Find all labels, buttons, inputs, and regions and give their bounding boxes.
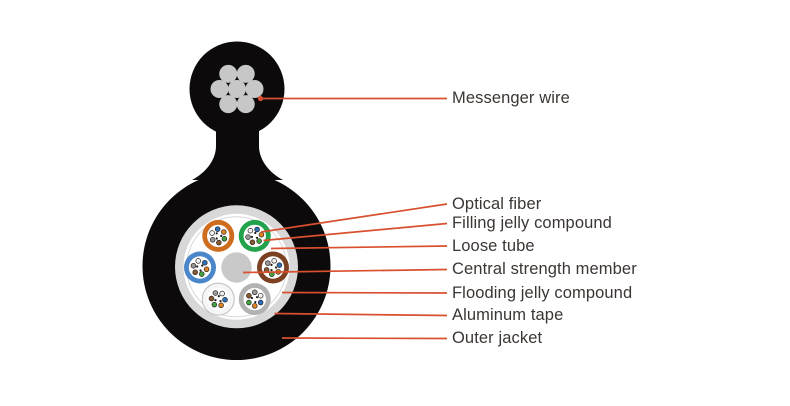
- label-loose-tube: Loose tube: [452, 237, 535, 255]
- fiber-speck: [196, 265, 199, 268]
- optical-fiber-dot: [211, 301, 218, 308]
- optical-fiber-dot: [216, 239, 222, 246]
- leader-line-central-strength-member: [242, 268, 448, 274]
- fiber-speck: [215, 237, 218, 240]
- fiber-speck: [255, 296, 259, 299]
- messenger-strand: [236, 95, 255, 114]
- label-outer-jacket: Outer jacket: [452, 329, 543, 347]
- optical-fiber-dot: [195, 258, 201, 264]
- leader-line-outer-jacket: [281, 337, 448, 340]
- optical-fiber-dot: [257, 292, 264, 299]
- fiber-speck: [250, 296, 254, 300]
- leader-line-aluminum-tape: [274, 312, 448, 317]
- loose-tube-brown: [257, 251, 289, 284]
- optical-fiber-dot: [199, 271, 205, 277]
- optical-fiber-dot: [222, 296, 228, 303]
- fiber-speck: [254, 300, 257, 304]
- label-optical-fiber: Optical fiber: [452, 195, 542, 213]
- messenger-strand: [236, 64, 255, 83]
- fiber-speck: [199, 269, 202, 272]
- label-filling-jelly-compound: Filling jelly compound: [452, 214, 612, 232]
- optical-fiber-dot: [192, 269, 198, 276]
- optical-fiber-dot: [254, 226, 260, 233]
- optical-fiber-dot: [271, 258, 277, 264]
- optical-fiber-dot: [212, 290, 219, 296]
- fiber-speck: [254, 231, 257, 235]
- loose-tubes-group: [184, 219, 289, 316]
- optical-fiber-dot: [208, 295, 215, 302]
- optical-fiber-dot: [246, 292, 252, 299]
- optical-fiber-dot: [256, 238, 262, 244]
- label-flooding-jelly-compound: Flooding jelly compound: [452, 284, 633, 302]
- optical-fiber-dot: [276, 262, 283, 268]
- leader-line-filling-jelly-compound: [263, 222, 448, 242]
- messenger-wire-strands: [210, 64, 264, 114]
- optical-fiber-dot: [252, 303, 258, 309]
- optical-fiber-dot: [218, 302, 224, 309]
- optical-fiber-dot: [257, 299, 264, 306]
- leader-line-loose-tube: [270, 245, 448, 250]
- fiber-speck: [215, 232, 218, 235]
- messenger-strand: [219, 95, 238, 114]
- label-central-strength-member: Central strength member: [452, 260, 637, 278]
- messenger-strand: [210, 80, 229, 98]
- fiber-speck: [250, 235, 254, 239]
- fiber-speck: [255, 236, 259, 239]
- leader-line-optical-fiber: [260, 203, 448, 233]
- loose-tube-silver: [238, 283, 271, 316]
- optical-fiber-dot: [214, 226, 221, 232]
- neck-web-shape: [192, 114, 283, 180]
- leader-dot-messenger-wire: [257, 95, 264, 102]
- optical-fiber-dot: [246, 299, 252, 306]
- optical-fiber-dot: [245, 234, 251, 240]
- loose-tube-white: [201, 282, 235, 316]
- optical-fiber-dot: [203, 266, 210, 273]
- central-strength-member: [221, 252, 252, 283]
- fiber-speck: [217, 295, 220, 298]
- fiber-speck: [214, 299, 217, 302]
- optical-fiber-dot: [265, 260, 271, 266]
- leader-line-flooding-jelly-compound: [281, 291, 448, 294]
- messenger-strand: [228, 80, 246, 98]
- label-aluminum-tape: Aluminum tape: [452, 306, 564, 324]
- fiber-speck: [270, 263, 273, 266]
- optical-fiber-dot: [221, 236, 228, 242]
- loose-tube-orange: [202, 219, 235, 252]
- messenger-strand: [219, 64, 238, 83]
- optical-fiber-dot: [221, 229, 227, 235]
- optical-fiber-dot: [202, 259, 208, 266]
- optical-fiber-dot: [252, 289, 258, 296]
- fiber-speck: [201, 264, 204, 267]
- optical-fiber-dot: [209, 237, 216, 243]
- loose-tube-green: [238, 219, 271, 252]
- optical-fiber-dot: [209, 230, 215, 236]
- label-messenger-wire: Messenger wire: [452, 89, 570, 107]
- optical-fiber-dot: [247, 227, 254, 234]
- messenger-strand: [245, 80, 264, 98]
- fiber-speck: [219, 299, 222, 303]
- optical-fiber-dot: [258, 231, 265, 238]
- loose-tube-blue: [184, 251, 216, 284]
- fiber-speck: [270, 269, 273, 272]
- optical-fiber-dot: [249, 239, 256, 246]
- optical-fiber-dot: [190, 262, 197, 269]
- optical-fiber-dot: [219, 290, 225, 297]
- fiber-speck: [274, 266, 278, 269]
- fiber-speck: [220, 234, 223, 237]
